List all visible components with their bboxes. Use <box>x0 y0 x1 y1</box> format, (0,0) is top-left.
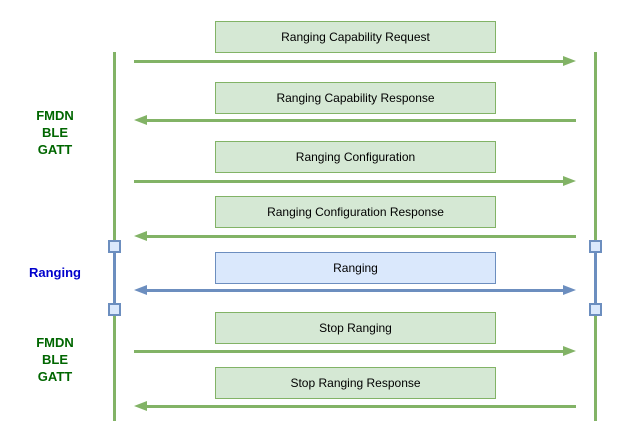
arrow-line <box>134 59 566 63</box>
section-label-line: FMDN <box>36 108 74 123</box>
arrowhead-left-icon <box>134 114 147 125</box>
arrow-line <box>144 118 576 122</box>
section-label-line: GATT <box>37 142 73 157</box>
section-label-fmdn-gatt-top: FMDN BLE GATT <box>15 107 95 158</box>
arrow-right-icon <box>134 55 576 67</box>
arrowhead-left-icon <box>134 230 147 241</box>
arrow-bidirectional-icon <box>134 284 576 296</box>
arrow-left-icon <box>134 400 576 412</box>
left-lifeline-ranging-segment <box>113 246 116 310</box>
arrow-right-icon <box>134 345 576 357</box>
left-lifeline-node-top <box>108 240 121 253</box>
message-box-ranging-configuration: Ranging Configuration <box>215 141 496 173</box>
arrow-line <box>144 288 566 292</box>
message-box-ranging-capability-response: Ranging Capability Response <box>215 82 496 114</box>
section-label-ranging: Ranging <box>15 264 95 281</box>
message-box-stop-ranging: Stop Ranging <box>215 312 496 344</box>
right-lifeline-node-top <box>589 240 602 253</box>
section-label-fmdn-gatt-bottom: FMDN BLE GATT <box>15 334 95 385</box>
arrowhead-right-icon <box>563 345 576 356</box>
section-label-line: Ranging <box>29 265 81 280</box>
message-box-ranging-capability-request: Ranging Capability Request <box>215 21 496 53</box>
right-lifeline-node-bottom <box>589 303 602 316</box>
message-box-ranging-configuration-response: Ranging Configuration Response <box>215 196 496 228</box>
arrow-line <box>134 349 566 353</box>
arrow-right-icon <box>134 175 576 187</box>
arrow-left-icon <box>134 230 576 242</box>
arrow-line <box>134 179 566 183</box>
arrow-line <box>144 234 576 238</box>
section-label-line: FMDN <box>36 335 74 350</box>
left-lifeline <box>108 52 121 421</box>
right-lifeline <box>589 52 602 421</box>
arrowhead-right-icon <box>563 284 576 295</box>
arrowhead-right-icon <box>563 175 576 186</box>
arrowhead-left-icon <box>134 284 147 295</box>
arrowhead-right-icon <box>563 55 576 66</box>
section-label-line: BLE <box>42 125 68 140</box>
message-box-ranging: Ranging <box>215 252 496 284</box>
section-label-line: GATT <box>37 369 73 384</box>
arrow-line <box>144 404 576 408</box>
message-box-stop-ranging-response: Stop Ranging Response <box>215 367 496 399</box>
arrowhead-left-icon <box>134 400 147 411</box>
left-lifeline-node-bottom <box>108 303 121 316</box>
section-label-line: BLE <box>42 352 68 367</box>
arrow-left-icon <box>134 114 576 126</box>
right-lifeline-ranging-segment <box>594 246 597 310</box>
